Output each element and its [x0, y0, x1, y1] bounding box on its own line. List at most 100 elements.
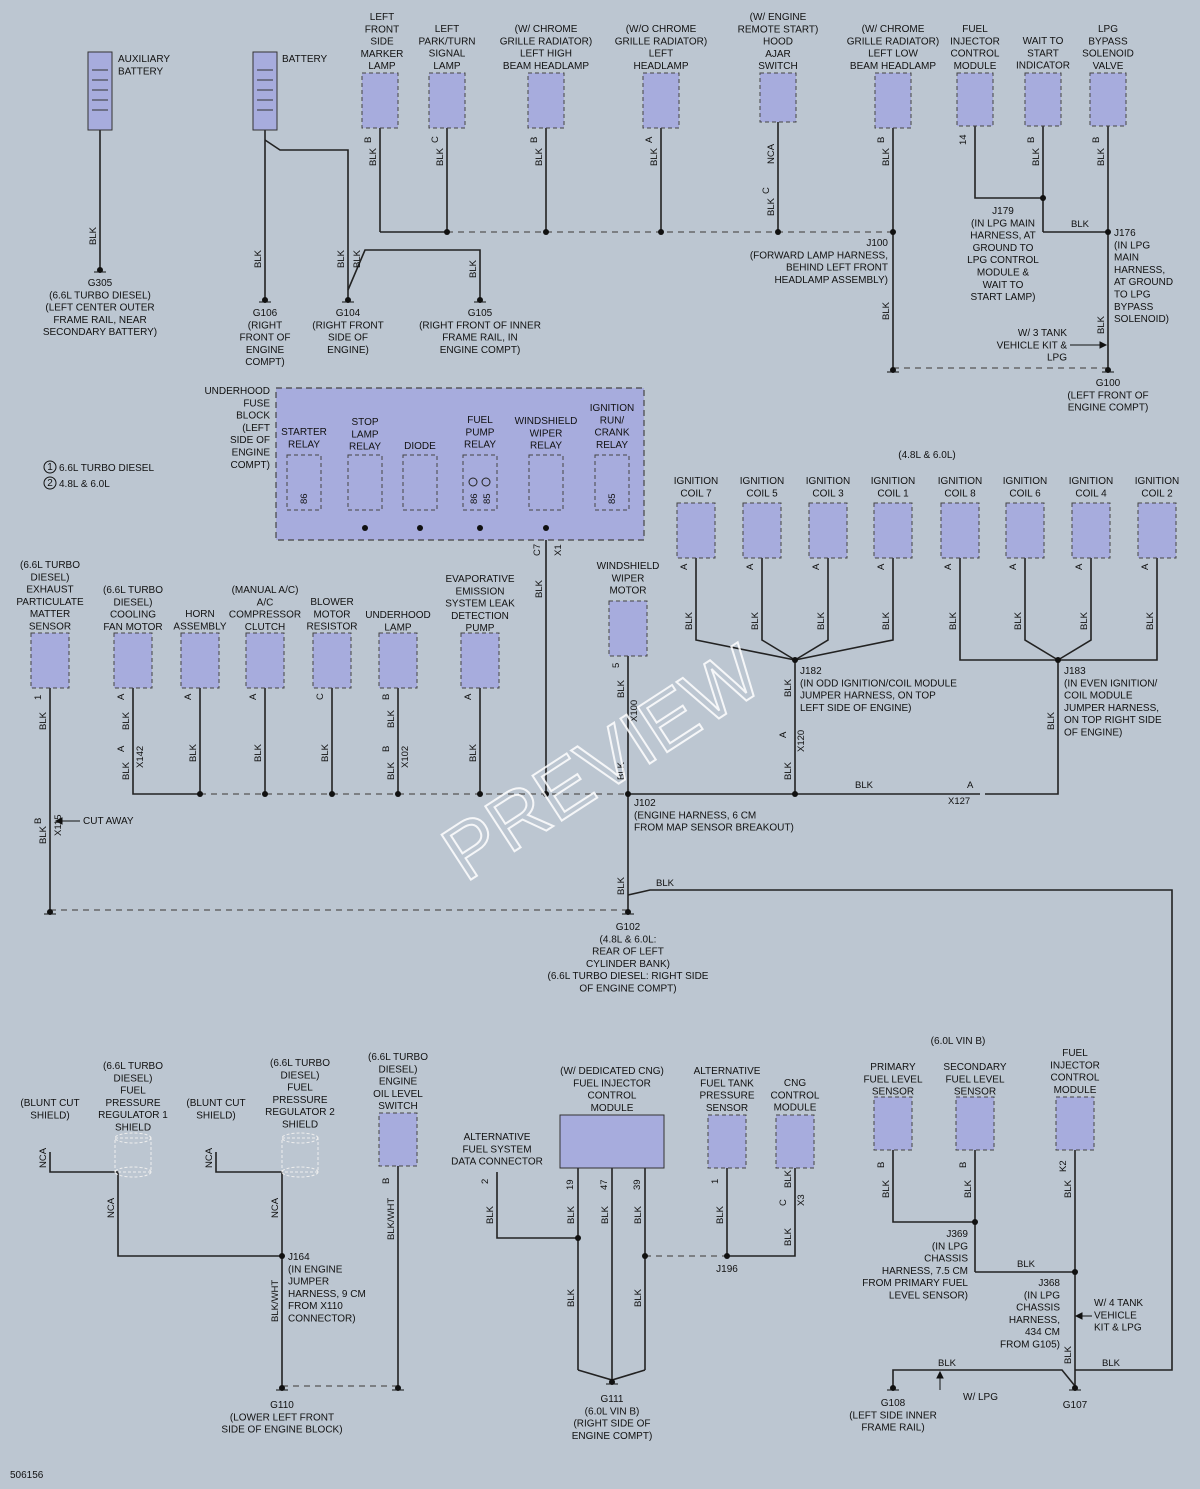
- wire-label: BLK: [881, 301, 892, 320]
- label-line: BYPASS: [1088, 36, 1128, 47]
- label-line: GRILLE RADIATOR): [615, 36, 707, 47]
- pin-label: 5: [611, 663, 622, 668]
- connector-x3-label: X3: [796, 1194, 807, 1206]
- label-line: JUMPER: [288, 1277, 329, 1288]
- pin-label: A: [183, 693, 194, 700]
- label-line: (W/ DEDICATED CNG): [560, 1066, 664, 1077]
- wire-label: BLK: [715, 1205, 726, 1224]
- label-line: LAMP: [384, 622, 412, 633]
- label-line: RELAY: [464, 440, 496, 451]
- label-line: FUEL LEVEL: [945, 1074, 1005, 1085]
- wire-label: BLK: [938, 1358, 957, 1369]
- label-line: (BLUNT CUT: [20, 1098, 79, 1109]
- label-line: W/ 3 TANK: [1018, 328, 1067, 339]
- wire-label: BLK: [783, 1227, 794, 1246]
- label-line: (FORWARD LAMP HARNESS,: [750, 250, 888, 261]
- label-line: DATA CONNECTOR: [451, 1157, 543, 1168]
- label-line: REGULATOR 1: [98, 1110, 168, 1121]
- connector-x142-label: X142: [135, 746, 146, 768]
- label-line: COIL 6: [1009, 488, 1041, 499]
- label-line: SHIELD): [30, 1110, 69, 1121]
- label-line: ENGINE: [246, 345, 285, 356]
- wire-label: BLK: [1145, 611, 1156, 630]
- label-line: J183: [1064, 666, 1086, 677]
- wire-label: BLK: [534, 147, 545, 166]
- label-line: (RIGHT: [248, 320, 282, 331]
- wire-label: BLK: [468, 259, 479, 278]
- label-line: J176: [1114, 228, 1136, 239]
- label-line: J368: [1038, 1278, 1060, 1289]
- label-line: GRILLE RADIATOR): [847, 36, 939, 47]
- label-line: (LEFT SIDE INNER: [849, 1410, 937, 1421]
- label-line: ENGINE): [327, 345, 369, 356]
- label-line: (W/ ENGINE: [750, 12, 807, 23]
- label-line: STARTER: [281, 427, 327, 438]
- label-line: (4.8L & 6.0L:: [600, 934, 657, 945]
- pin-label: 39: [632, 1179, 643, 1190]
- j100-label: J100(FORWARD LAMP HARNESS, BEHIND LEFT FR…: [750, 238, 889, 286]
- label-line: LEFT SIDE OF ENGINE): [800, 703, 912, 714]
- label-line: BEHIND LEFT FRONT: [786, 263, 888, 274]
- label-line: REGULATOR 2: [265, 1107, 335, 1118]
- label-line: HARNESS, AT: [970, 231, 1035, 242]
- pin-label: A: [1008, 563, 1019, 570]
- top-component-boxes: [361, 72, 1127, 129]
- pin-label: B: [958, 1162, 969, 1168]
- label-line: CHASSIS: [924, 1254, 968, 1265]
- label-line: COMPRESSOR: [229, 610, 301, 621]
- label-line: GRILLE RADIATOR): [500, 36, 592, 47]
- label-line: FUEL: [120, 1086, 146, 1097]
- diode-label: DIODE: [404, 441, 436, 452]
- label-line: SENSOR: [706, 1103, 748, 1114]
- wire-label: BLK: [1063, 1345, 1074, 1364]
- label-line: (RIGHT SIDE OF: [573, 1419, 650, 1430]
- label-line: CONTROL: [951, 49, 1000, 60]
- pin-label: B: [381, 694, 392, 700]
- wire-label: NCA: [766, 143, 777, 164]
- pin-label: A: [679, 563, 690, 570]
- label-line: SECONDARY BATTERY): [43, 327, 157, 338]
- wire-label: BLK: [948, 611, 959, 630]
- wire-label: BLK: [616, 679, 627, 698]
- label-line: LEFT: [649, 49, 673, 60]
- wire-label: BLK: [1102, 1358, 1121, 1369]
- label-line: KIT & LPG: [1094, 1323, 1142, 1334]
- pin-label: B: [876, 1162, 887, 1168]
- label-line: COMPT): [245, 357, 284, 368]
- label-line: IGNITION: [938, 476, 982, 487]
- label-line: RELAY: [288, 439, 320, 450]
- label-line: COIL 1: [877, 488, 909, 499]
- label-line: OIL LEVEL: [373, 1089, 423, 1100]
- label-line: FROM PRIMARY FUEL: [862, 1278, 968, 1289]
- label-line: (MANUAL A/C): [232, 585, 299, 596]
- label-line: (IN LPG MAIN: [971, 218, 1035, 229]
- label-line: G104: [336, 308, 361, 319]
- relay-boxes: [286, 454, 630, 511]
- w-lpg-label: W/ LPG: [963, 1392, 998, 1403]
- label-line: GROUND TO: [973, 243, 1034, 254]
- label-line: J100: [866, 238, 888, 249]
- wire-label: BLK: [320, 743, 331, 762]
- label-line: (IN ENGINE: [288, 1264, 343, 1275]
- wire-label: BLK: [600, 1205, 611, 1224]
- label-line: LAMP: [351, 429, 379, 440]
- label-line: SHIELD: [282, 1120, 318, 1131]
